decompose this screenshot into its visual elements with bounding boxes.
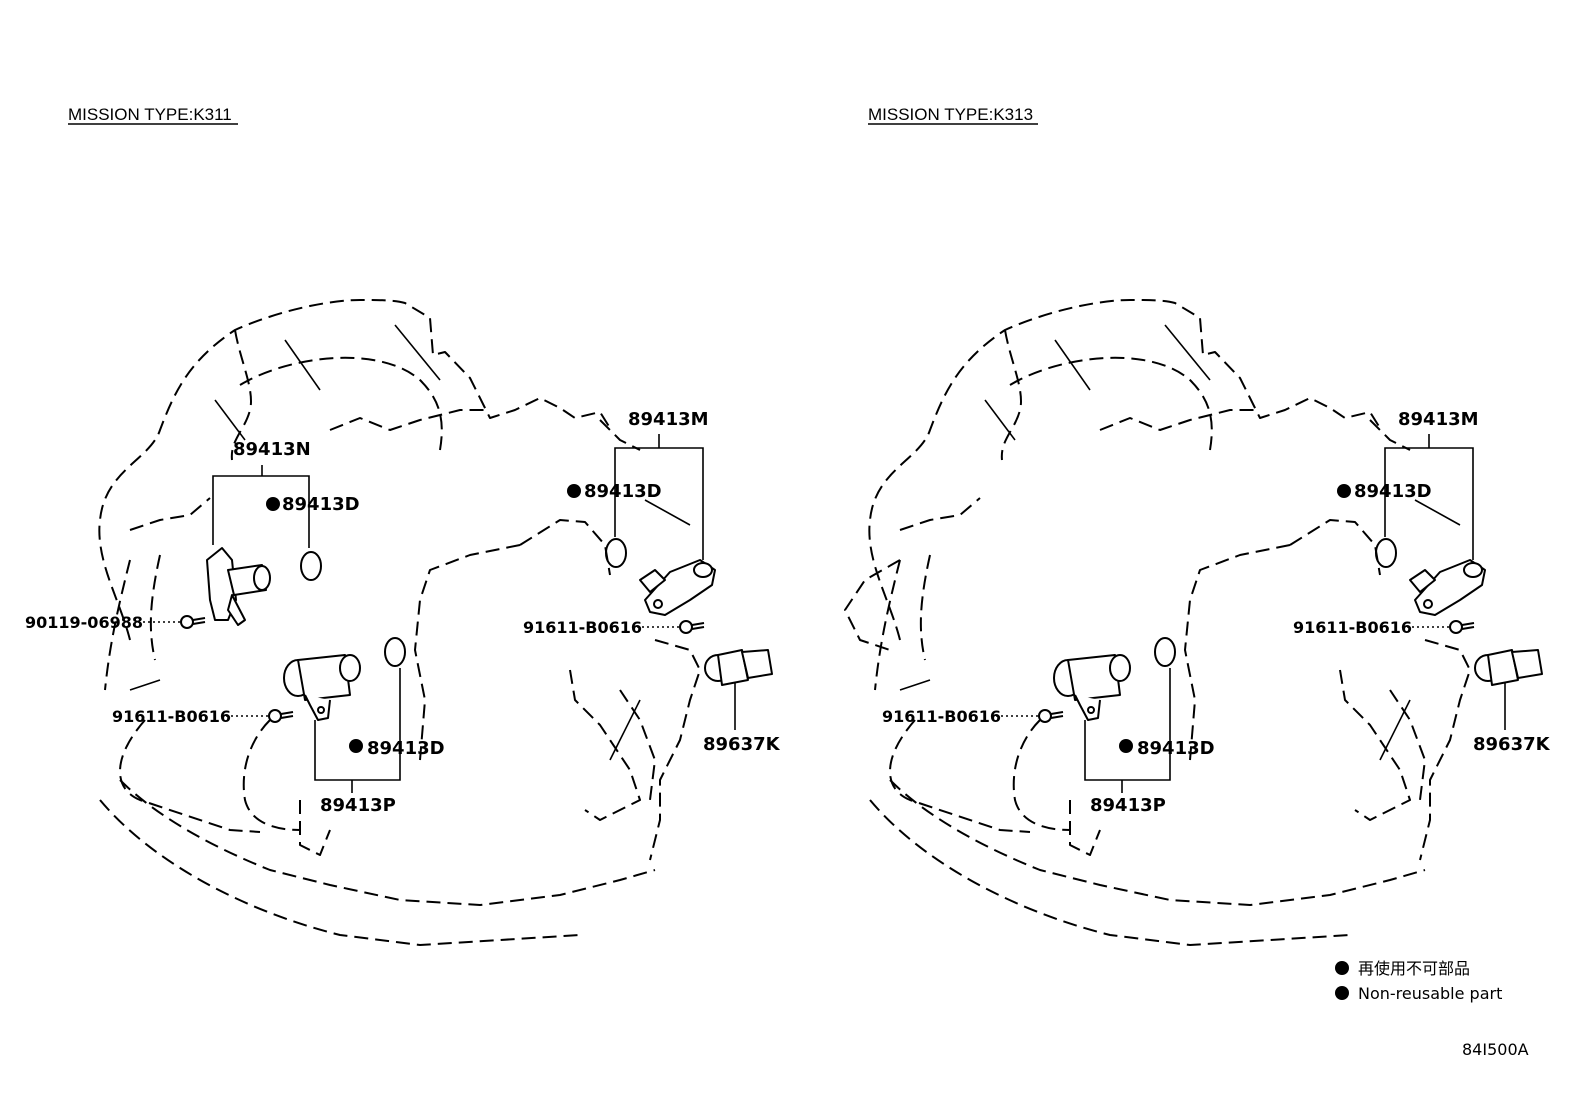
o-ring-upper	[300, 551, 322, 581]
sensor-89413p	[1053, 654, 1131, 721]
legend-japanese: 再使用不可部品	[1358, 959, 1470, 978]
label-91611-b0616-right: 91611-B0616	[523, 618, 642, 637]
non-reusable-bullet	[567, 484, 581, 498]
label-91611-b0616-lower: 91611-B0616	[882, 707, 1001, 726]
sensor-89413n	[206, 547, 271, 626]
label-89413d-right: 89413D	[1354, 481, 1432, 502]
o-ring-right	[605, 538, 627, 568]
bracket-89413m	[614, 447, 704, 560]
bolt-91611-right	[679, 620, 705, 634]
non-reusable-bullet	[1337, 484, 1351, 498]
label-91611-b0616-right: 91611-B0616	[1293, 618, 1412, 637]
bolt-91611-lower	[268, 709, 294, 723]
label-89413m: 89413M	[628, 409, 709, 430]
bracket-89413n	[212, 475, 310, 548]
legend-bullet-icon	[1335, 961, 1349, 975]
sensor-89413m	[1409, 559, 1486, 616]
sensor-89637k	[704, 649, 773, 686]
sensor-89413m	[639, 559, 716, 616]
o-ring-lower	[384, 637, 406, 667]
panel-header: MISSION TYPE:K311	[68, 105, 232, 124]
bracket-89413m	[1384, 447, 1474, 560]
label-89413p: 89413P	[1090, 795, 1166, 816]
legend: 再使用不可部品 Non-reusable part	[1335, 959, 1502, 1003]
label-89413d-lower: 89413D	[367, 738, 445, 759]
legend-english: Non-reusable part	[1358, 984, 1502, 1003]
non-reusable-bullet	[266, 497, 280, 511]
bolt-90119	[180, 615, 206, 629]
panel-k313: MISSION TYPE:K313 89413D 89413P 91611-B0…	[844, 105, 1551, 946]
non-reusable-bullet	[1119, 739, 1133, 753]
label-89413p: 89413P	[320, 795, 396, 816]
label-89413d-upper: 89413D	[282, 494, 360, 515]
bracket-89413p	[314, 668, 401, 781]
label-89637k: 89637K	[703, 734, 781, 755]
panel-header: MISSION TYPE:K313	[868, 105, 1033, 124]
bolt-91611-lower	[1038, 709, 1064, 723]
non-reusable-bullet	[349, 739, 363, 753]
label-91611-b0616-lower: 91611-B0616	[112, 707, 231, 726]
o-ring-lower	[1154, 637, 1176, 667]
figure-code: 84I500A	[1462, 1040, 1529, 1059]
panel-k311: MISSION TYPE:K311 89413N 89413D 90119-06…	[25, 105, 781, 946]
label-90119-06988: 90119-06988	[25, 613, 143, 632]
bracket-89413p	[1084, 668, 1171, 781]
bolt-91611-right	[1449, 620, 1475, 634]
sensor-89637k	[1474, 649, 1543, 686]
legend-bullet-icon	[1335, 986, 1349, 1000]
label-89413d-right: 89413D	[584, 481, 662, 502]
o-ring-right	[1375, 538, 1397, 568]
label-89413d-lower: 89413D	[1137, 738, 1215, 759]
label-89413n: 89413N	[233, 439, 311, 460]
label-89413m: 89413M	[1398, 409, 1479, 430]
sensor-89413p	[283, 654, 361, 721]
label-89637k: 89637K	[1473, 734, 1551, 755]
